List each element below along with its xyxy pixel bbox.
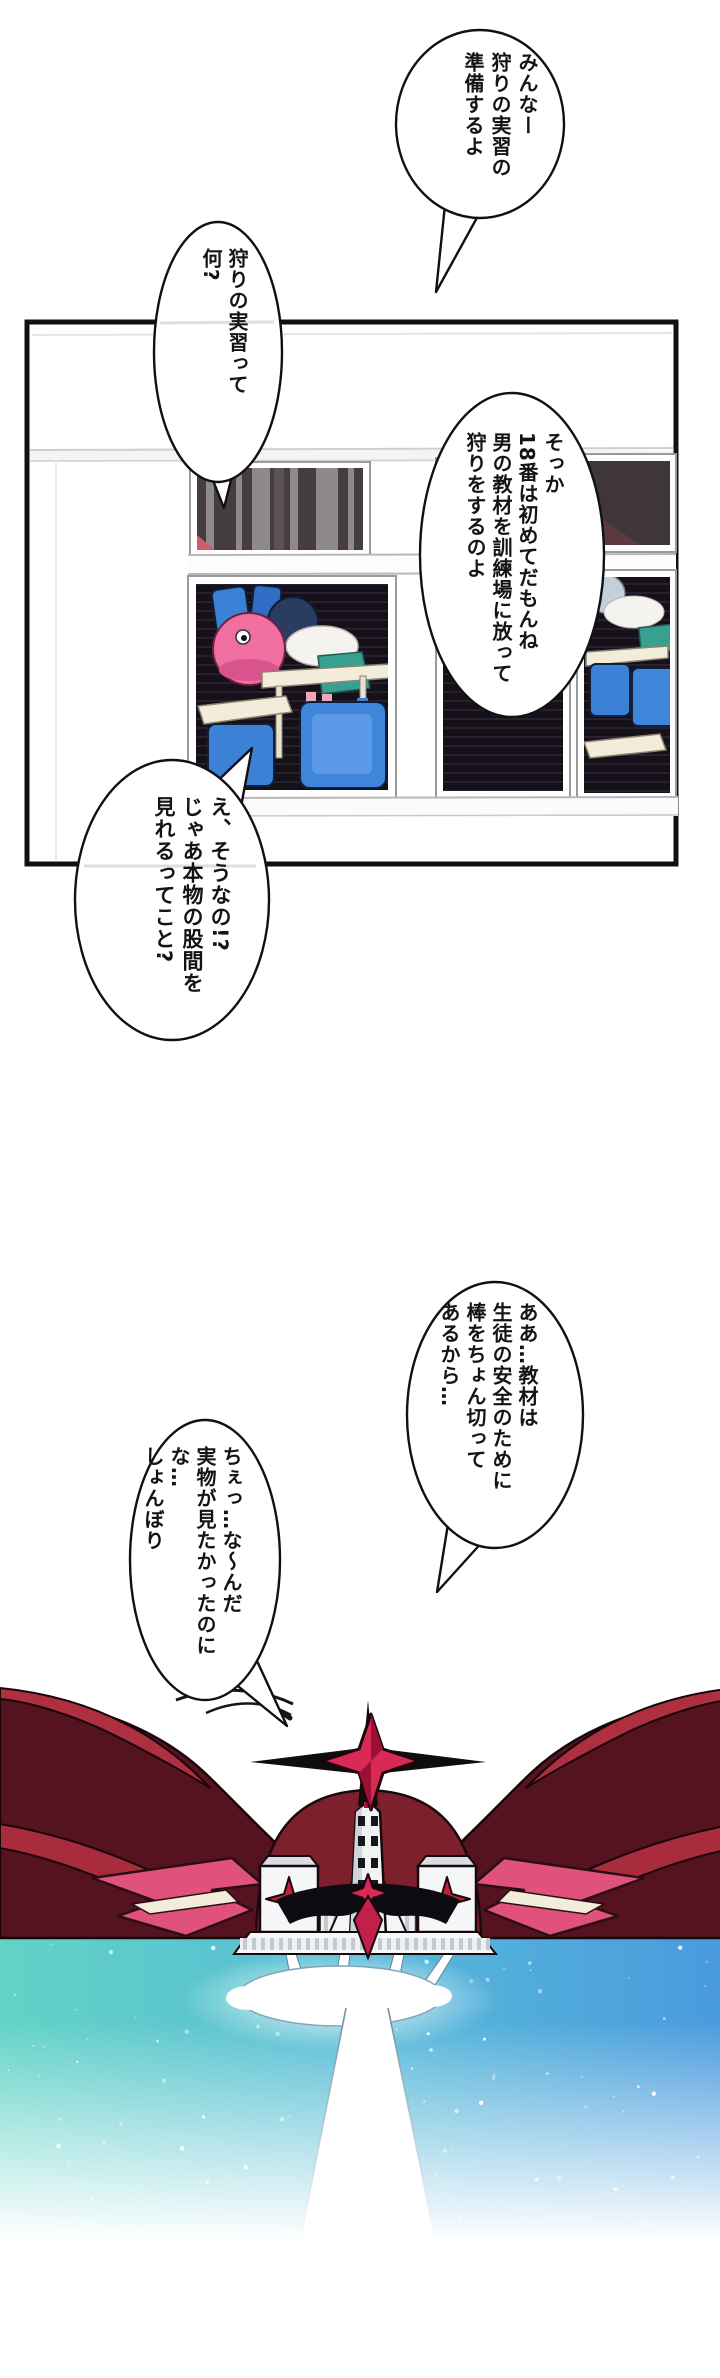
speech-bubble-6 xyxy=(128,1418,282,1702)
speech-bubble-1 xyxy=(394,28,566,220)
speech-bubble-4 xyxy=(73,758,271,1042)
speech-bubble-2 xyxy=(152,220,284,484)
speech-bubbles xyxy=(73,28,606,1728)
academy-artwork xyxy=(0,1686,720,2378)
classroom-interior-left xyxy=(196,584,388,789)
speech-bubble-3 xyxy=(418,391,606,719)
classroom-interior-right xyxy=(584,577,670,759)
speech-bubble-5 xyxy=(405,1280,585,1550)
desk xyxy=(261,663,388,689)
crimson-star-top xyxy=(320,1712,421,1812)
pink-glimpse xyxy=(197,535,215,550)
